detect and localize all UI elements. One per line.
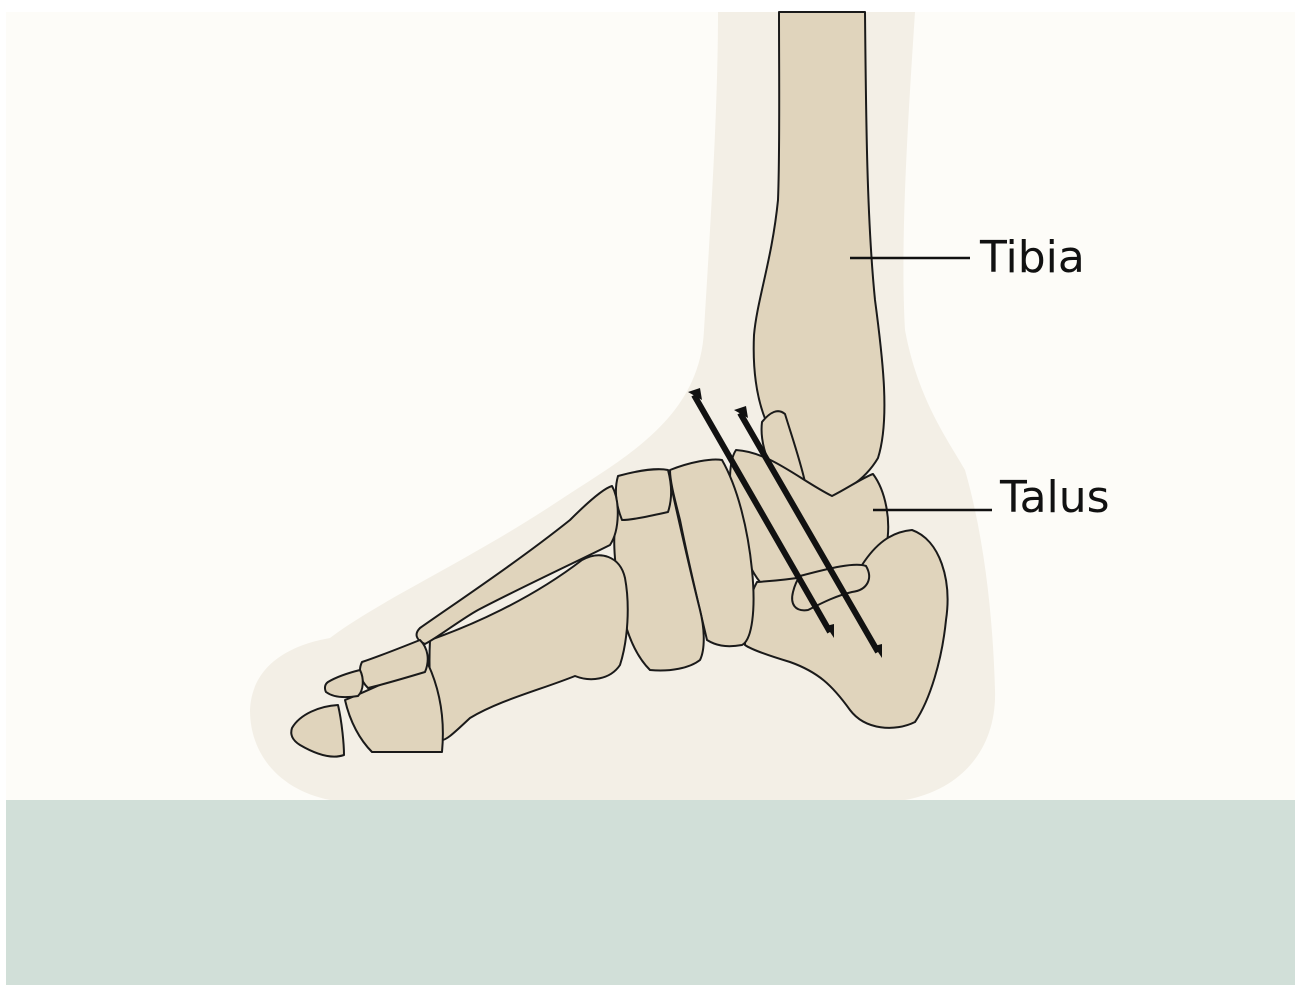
- talus-label: Talus: [999, 472, 1110, 523]
- floor: [6, 800, 1295, 985]
- tibia-label: Tibia: [979, 232, 1085, 283]
- small-cuneiform-bone: [616, 469, 671, 520]
